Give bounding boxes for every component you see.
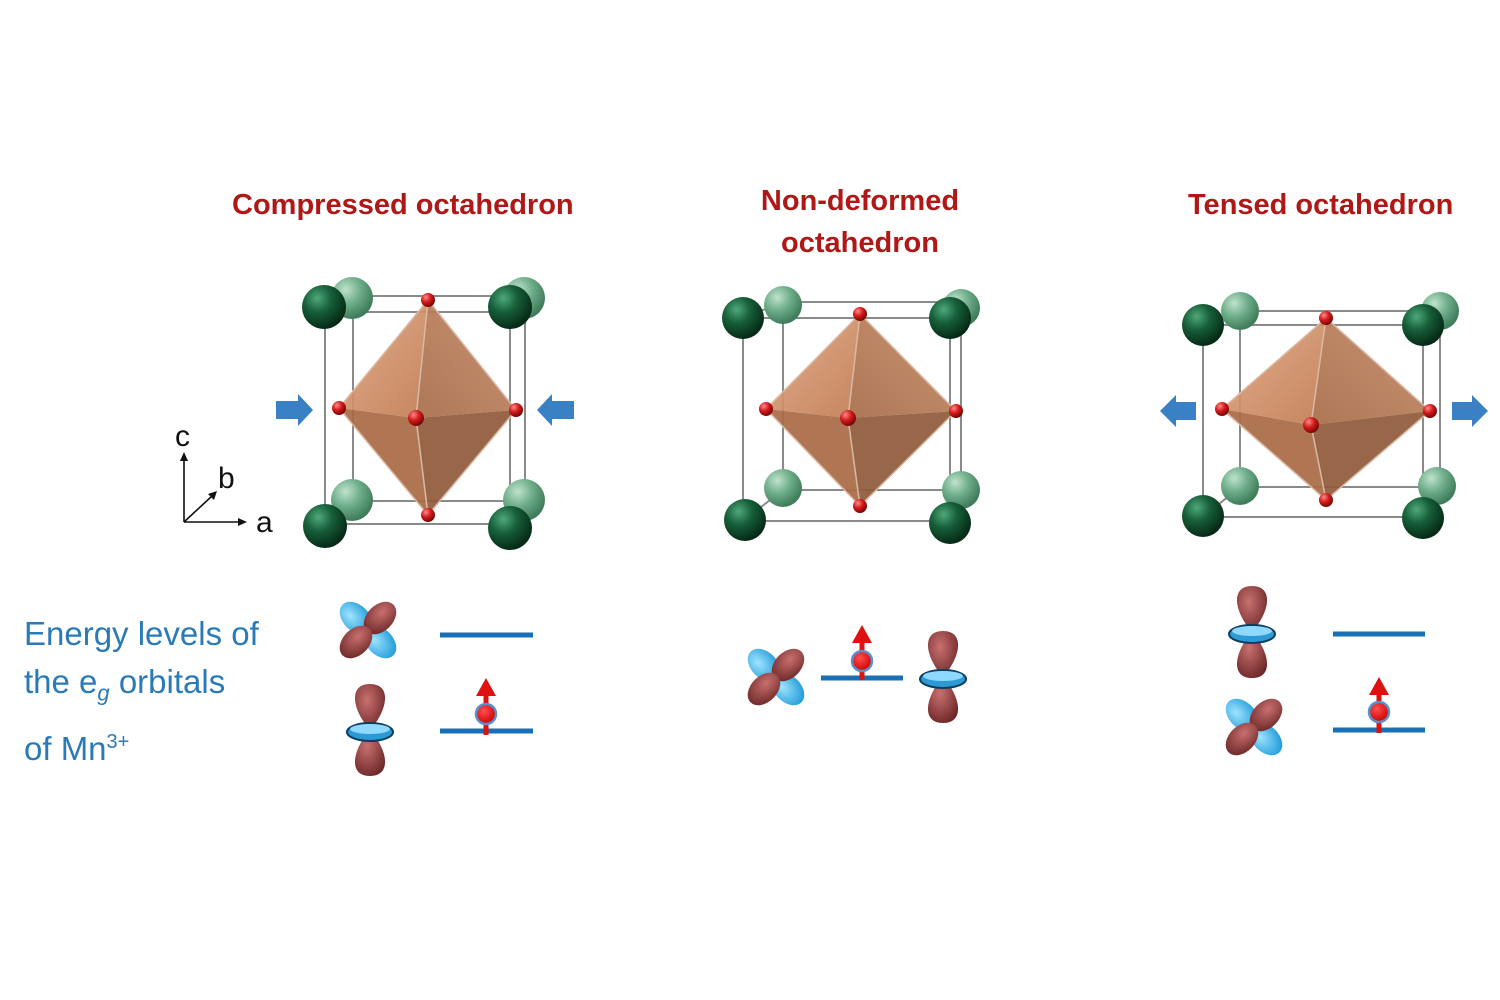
cation-back: [764, 469, 802, 507]
oxygen-atom: [1303, 417, 1319, 433]
octahedron: [765, 312, 958, 508]
oxygen-atom: [759, 402, 773, 416]
crystal-tensed: [1160, 292, 1488, 539]
compress-arrow-left: [537, 394, 574, 426]
crystal-non-deformed: [722, 286, 980, 544]
oxygen-atom: [853, 499, 867, 513]
cation-back: [1221, 292, 1259, 330]
oxygen-atom: [1319, 311, 1333, 325]
cation-back: [942, 471, 980, 509]
dz2-orbital-icon: [1228, 586, 1276, 678]
energy-label-line3: of Mn3+: [24, 729, 130, 767]
axes-indicator: [180, 452, 247, 526]
oxygen-atom: [1423, 404, 1437, 418]
cation-front: [1402, 304, 1444, 346]
oxygen-atom: [332, 401, 346, 415]
cation-front: [722, 297, 764, 339]
dxy-orbital-icon: [747, 648, 805, 706]
crystal-compressed: [276, 277, 574, 550]
energy-label-line2: the eg orbitals: [24, 663, 226, 706]
title-non-deformed-line1: Non-deformed: [760, 185, 960, 217]
tension-arrow-left: [1160, 395, 1196, 427]
energy-levels-label: Energy levels of the eg orbitals of Mn3+: [24, 610, 259, 773]
title-tensed: Tensed octahedron: [1188, 189, 1454, 221]
oxygen-atom: [421, 293, 435, 307]
octahedron: [338, 298, 517, 517]
cation-front: [302, 285, 346, 329]
dxy-orbital-icon: [339, 601, 397, 659]
oxygen-atom: [408, 410, 424, 426]
spin-up-electron-icon: [474, 678, 498, 735]
oxygen-atom: [1319, 493, 1333, 507]
cation-back: [1418, 467, 1456, 505]
spin-up-electron-icon: [1367, 677, 1391, 733]
oxygen-atom: [421, 508, 435, 522]
oxygen-atom: [509, 403, 523, 417]
cation-back: [1221, 467, 1259, 505]
octahedron: [1221, 316, 1432, 501]
title-non-deformed-line2: octahedron: [781, 227, 939, 259]
cation-back: [331, 479, 373, 521]
cation-front: [724, 499, 766, 541]
cation-front: [1182, 304, 1224, 346]
axis-label-b: b: [218, 462, 235, 495]
cation-front: [929, 297, 971, 339]
cation-front: [1402, 497, 1444, 539]
energy-label-line1: Energy levels of: [24, 615, 259, 652]
title-compressed: Compressed octahedron: [232, 189, 574, 221]
dz2-orbital-icon: [346, 684, 394, 776]
cation-front: [929, 502, 971, 544]
oxygen-atom: [853, 307, 867, 321]
title-non-deformed: Non-deformed octahedron: [740, 180, 980, 264]
cation-front: [1182, 495, 1224, 537]
axis-label-c: c: [175, 420, 190, 453]
tension-arrow-right: [1452, 395, 1488, 427]
oxygen-atom: [949, 404, 963, 418]
dz2-orbital-icon: [919, 631, 967, 723]
cation-back: [764, 286, 802, 324]
oxygen-atom: [840, 410, 856, 426]
spin-up-electron-icon: [850, 625, 874, 680]
axis-label-a: a: [256, 506, 273, 539]
dxy-orbital-icon: [1225, 698, 1283, 756]
cation-front: [303, 504, 347, 548]
cation-front: [488, 506, 532, 550]
compress-arrow-right: [276, 394, 313, 426]
cation-front: [488, 285, 532, 329]
oxygen-atom: [1215, 402, 1229, 416]
